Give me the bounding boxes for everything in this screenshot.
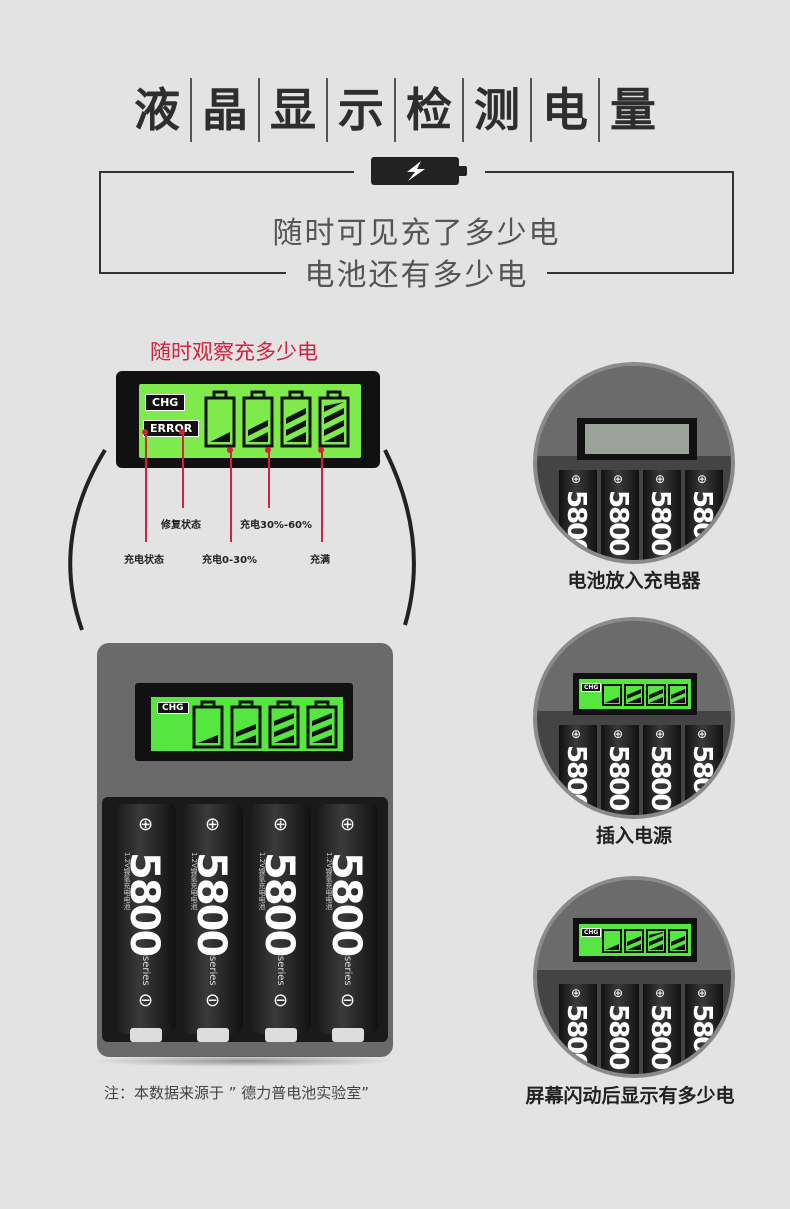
annotation-dot (179, 429, 185, 435)
annotation-line (145, 432, 147, 542)
chg-indicator: CHG (581, 683, 602, 692)
battery-tip (459, 166, 467, 176)
charger-shadow (90, 1055, 400, 1067)
connector-arcs (68, 448, 416, 631)
title-char: 测 (462, 78, 530, 142)
cell-capacity: 5800 (687, 745, 717, 810)
diagram-label: 随时观察充多少电 (150, 340, 318, 364)
title-char: 量 (598, 78, 666, 142)
plus-icon: ⊕ (340, 814, 356, 835)
frame-top-right-line (485, 171, 734, 173)
step-battery-levels (602, 929, 688, 953)
battery-cell: ⊕ 1.2V镍氢充电电池 5800 series ⊖ (251, 804, 311, 1042)
cell-series: series (207, 956, 218, 986)
step-1-caption: 电池放入充电器 (567, 570, 701, 592)
annotation-charge-0-30: 充电0-30% (202, 555, 258, 566)
minus-icon: ⊖ (138, 990, 154, 1011)
cell-tag: 1.2V镍氢充电电池 (190, 852, 198, 910)
annotation-dot (227, 447, 233, 453)
frame-left-border (99, 171, 101, 274)
annotation-full: 充满 (310, 555, 330, 566)
charger-battery-levels (192, 700, 338, 749)
cell-capacity: 5800 (603, 490, 633, 555)
chg-indicator: CHG (145, 394, 186, 411)
chg-indicator: CHG (157, 702, 189, 714)
cell-capacity: 5800 (687, 1004, 717, 1069)
plus-icon: ⊕ (138, 814, 154, 835)
cell-capacity: 5800 (561, 1004, 591, 1069)
annotation-charging-status: 充电状态 (124, 555, 164, 566)
minus-icon: ⊖ (273, 990, 289, 1011)
step-3-image: CHG ⊕5800 ⊕5800 ⊕5800 ⊕5800 (533, 876, 735, 1078)
cell-series: series (275, 956, 286, 986)
cell-capacity: 5800 (188, 852, 234, 956)
annotation-dot (142, 429, 148, 435)
cell-capacity: 5800 (645, 1004, 675, 1069)
frame-bottom-right-line (547, 272, 734, 274)
title-char: 显 (258, 78, 326, 142)
cell-capacity: 5800 (687, 490, 717, 555)
cell-capacity: 5800 (121, 852, 167, 956)
page-title: 液 晶 显 示 检 测 电 量 (0, 78, 790, 142)
annotation-dot (265, 447, 271, 453)
cell-tag: 1.2V镍氢充电电池 (325, 852, 333, 910)
cell-cap (332, 1028, 364, 1042)
minus-icon: ⊖ (205, 990, 221, 1011)
lightning-bolt-icon (407, 161, 425, 181)
data-source-note: 注：本数据来源于 ” 德力普电池实验室” (104, 1084, 370, 1102)
annotation-charge-30-60: 充电30%-60% (240, 520, 313, 531)
step-2-caption: 插入电源 (595, 825, 672, 847)
step-battery-levels (602, 684, 688, 706)
cell-capacity: 5800 (323, 852, 369, 956)
error-indicator: ERROR (143, 420, 200, 437)
annotation-line (230, 450, 232, 542)
subtitle-line-2: 电池还有多少电 (304, 258, 529, 293)
cell-capacity: 5800 (561, 490, 591, 555)
plus-icon: ⊕ (205, 814, 221, 835)
cell-capacity: 5800 (645, 745, 675, 810)
battery-cell: ⊕ 1.2V镍氢充电电池 5800 series ⊖ (183, 804, 243, 1042)
cell-capacity: 5800 (645, 490, 675, 555)
annotation-line (268, 450, 270, 508)
cell-series: series (140, 956, 151, 986)
frame-top-left-line (99, 171, 354, 173)
subtitle-line-1: 随时可见充了多少电 (272, 216, 561, 251)
minus-icon: ⊖ (340, 990, 356, 1011)
cell-cap (130, 1028, 162, 1042)
step-2-image: CHG ⊕5800 ⊕5800 ⊕5800 ⊕5800 (533, 617, 735, 819)
cell-cap (197, 1028, 229, 1042)
battery-cell: ⊕ 1.2V镍氢充电电池 5800 series ⊖ (116, 804, 176, 1042)
annotation-line (182, 432, 184, 508)
cell-capacity: 5800 (256, 852, 302, 956)
cell-capacity: 5800 (561, 745, 591, 810)
step-1-image: ⊕5800 ⊕5800 ⊕5800 ⊕5800 (533, 362, 735, 564)
step-3-caption: 屏幕闪动后显示有多少电 (525, 1085, 735, 1107)
title-char: 检 (394, 78, 462, 142)
lcd-diagram-screen: CHG ERROR (139, 384, 361, 458)
frame-right-border (732, 171, 734, 274)
annotation-repair-status: 修复状态 (161, 520, 201, 531)
plus-icon: ⊕ (273, 814, 289, 835)
cell-capacity: 5800 (603, 1004, 633, 1069)
charger-lcd-screen: CHG (151, 697, 343, 751)
title-char: 晶 (190, 78, 258, 142)
cell-tag: 1.2V镍氢充电电池 (123, 852, 131, 910)
cell-tag: 1.2V镍氢充电电池 (258, 852, 266, 910)
annotation-line (321, 450, 323, 542)
battery-cell: ⊕ 1.2V镍氢充电电池 5800 series ⊖ (318, 804, 378, 1042)
frame-bottom-left-line (99, 272, 286, 274)
cell-capacity: 5800 (603, 745, 633, 810)
chg-indicator: CHG (581, 928, 602, 937)
cell-cap (265, 1028, 297, 1042)
title-char: 液 (134, 83, 180, 137)
title-char: 示 (326, 78, 394, 142)
title-char: 电 (530, 78, 598, 142)
cell-series: series (342, 956, 353, 986)
annotation-dot (318, 447, 324, 453)
lcd-battery-levels (204, 390, 350, 448)
